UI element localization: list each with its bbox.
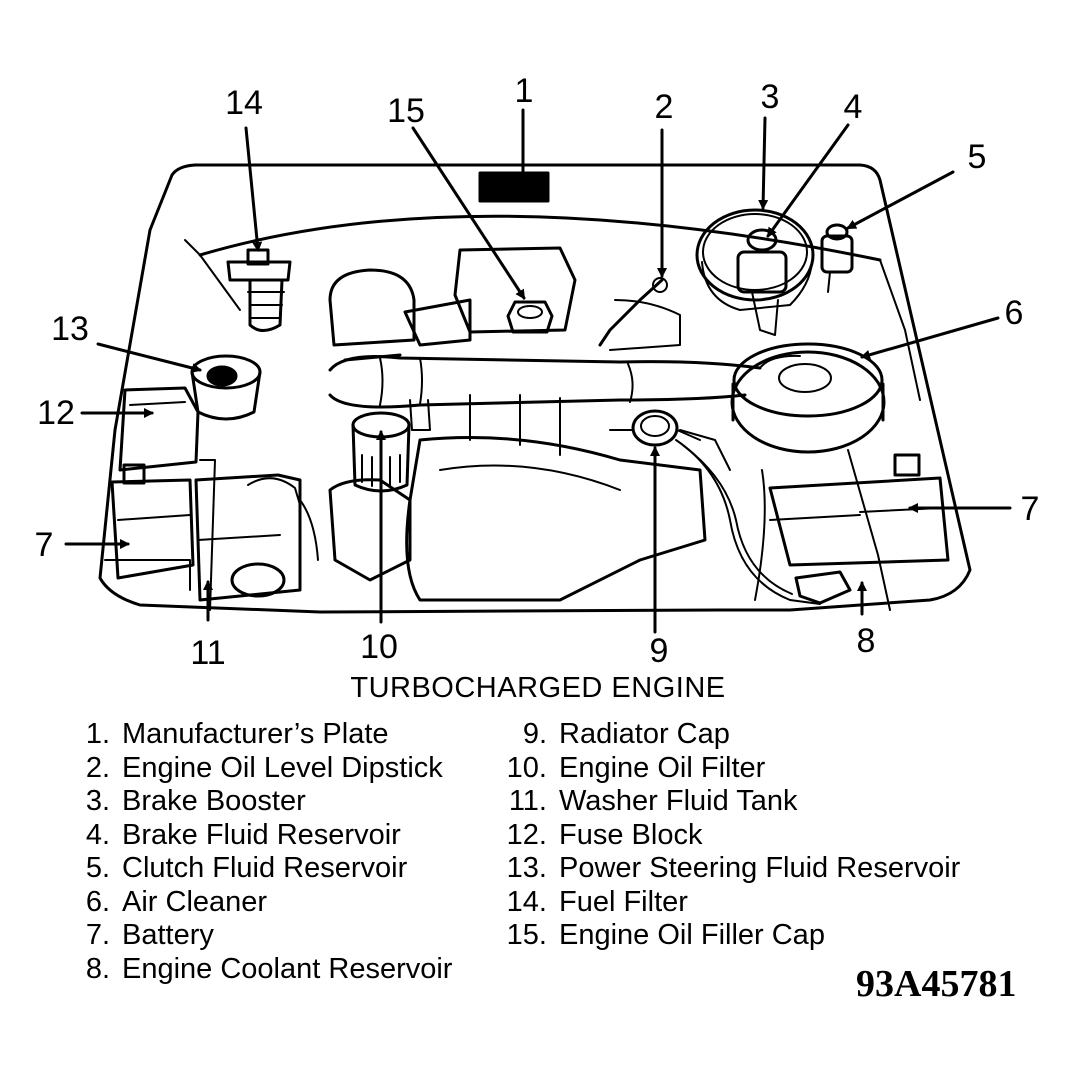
legend-item: 6. Air Cleaner: [70, 886, 452, 920]
callout-4: 4: [844, 88, 863, 126]
coolant-hose: [675, 439, 821, 605]
legend-text: Battery: [122, 919, 214, 951]
callout-7-right: 7: [1021, 490, 1040, 528]
legend-item: 1. Manufacturer’s Plate: [70, 718, 452, 752]
legend-item: 13. Power Steering Fluid Reservoir: [490, 852, 961, 886]
callout-labels: 1 2 3 4 5 6 7 7 8 9 10 11 12 13 14 15: [35, 72, 1040, 672]
legend-text: Engine Coolant Reservoir: [122, 952, 453, 985]
legend-left: 1. Manufacturer’s Plate 2. Engine Oil Leve…: [70, 718, 453, 987]
callout-7-left: 7: [35, 526, 54, 564]
legend-number: 11.: [508, 785, 547, 817]
legend-number: 3.: [85, 785, 110, 817]
legend-number: 5.: [85, 852, 110, 884]
legend-text: Brake Fluid Reservoir: [122, 818, 401, 851]
callout-5: 5: [968, 138, 987, 176]
fuel-filter: [226, 248, 292, 332]
brake-fluid-reservoir: [736, 228, 788, 336]
callout-8: 8: [857, 622, 876, 660]
battery-left: [104, 463, 195, 591]
fuse-block: [118, 386, 200, 472]
legend-item: 10. Engine Oil Filter: [490, 752, 960, 786]
callout-12: 12: [37, 394, 75, 432]
callout-11: 11: [190, 634, 225, 672]
engine-bay-drawing: 1 2 3 4 5 6 7 7 8 9 10 11 12 13 14 15: [35, 72, 1040, 672]
callout-6: 6: [1005, 294, 1024, 332]
callout-14: 14: [225, 84, 263, 122]
cowl-line: [198, 214, 882, 262]
legend-item: 4. Brake Fluid Reservoir: [70, 819, 452, 853]
legend-item: 5. Clutch Fluid Reservoir: [70, 852, 452, 886]
intake-pipe: [328, 355, 762, 372]
legend-number: 14.: [506, 885, 547, 918]
legend-item: 15. Engine Oil Filler Cap: [490, 919, 960, 953]
callout-10: 10: [360, 628, 398, 666]
oil-filler-cap: [506, 300, 554, 334]
legend-item: 7. Battery: [70, 919, 452, 953]
legend-text: Air Cleaner: [122, 885, 268, 918]
callout-15: 15: [387, 92, 425, 130]
legend-item: 3. Brake Booster: [70, 785, 452, 819]
callout-1: 1: [515, 72, 534, 110]
legend-number: 4.: [85, 818, 110, 851]
legend-item: 14. Fuel Filter: [490, 886, 960, 920]
legend-item: 12. Fuse Block: [490, 819, 960, 853]
callout-2: 2: [655, 88, 674, 126]
legend-item: 8. Engine Coolant Reservoir: [70, 952, 453, 987]
dipstick: [598, 278, 664, 347]
legend-text: Engine Oil Filter: [559, 751, 766, 784]
legend-text: Engine Oil Filler Cap: [559, 919, 825, 951]
callout-9: 9: [650, 632, 669, 670]
legend-text: Clutch Fluid Reservoir: [122, 852, 408, 884]
callout-13: 13: [51, 310, 89, 348]
callout-3: 3: [761, 78, 780, 116]
manufacturers-plate: [478, 171, 550, 203]
diagram-caption: TURBOCHARGED ENGINE: [350, 672, 726, 704]
legend-number: 2.: [85, 751, 110, 784]
clutch-fluid-reservoir: [820, 223, 854, 293]
legend-right: 9. Radiator Cap 10. Engine Oil Filter 11. W…: [490, 718, 961, 953]
legend-number: 6.: [85, 885, 110, 918]
legend-text: Brake Booster: [122, 785, 306, 817]
legend-item: 11. Washer Fluid Tank: [490, 785, 960, 819]
power-steering-reservoir: [190, 354, 262, 421]
air-cleaner: [730, 342, 886, 454]
legend-number: 1.: [85, 718, 110, 750]
figure-code: 93A45781: [856, 963, 1017, 1005]
legend-number: 10.: [506, 751, 547, 784]
legend-number: 12.: [506, 818, 547, 851]
legend-number: 7.: [85, 919, 110, 951]
legend-text: Power Steering Fluid Reservoir: [559, 852, 961, 884]
coolant-reservoir: [794, 570, 852, 605]
legend-item: 2. Engine Oil Level Dipstick: [70, 752, 452, 786]
legend-text: Fuel Filter: [559, 885, 688, 918]
radiator-cap: [609, 409, 701, 447]
legend-text: Fuse Block: [559, 818, 703, 851]
legend-item: 9. Radiator Cap: [490, 718, 960, 752]
engine-bay-outline: [98, 163, 972, 614]
brake-booster: [695, 208, 815, 311]
legend-number: 13.: [506, 852, 547, 884]
legend-number: 15.: [506, 919, 547, 951]
legend-number: 8.: [85, 952, 110, 985]
legend-text: Radiator Cap: [559, 718, 730, 750]
legend-text: Engine Oil Level Dipstick: [122, 751, 443, 784]
legend-number: 9.: [522, 718, 547, 750]
legend-text: Manufacturer’s Plate: [122, 718, 389, 750]
battery-right: [754, 449, 950, 611]
legend-text: Washer Fluid Tank: [559, 785, 798, 817]
